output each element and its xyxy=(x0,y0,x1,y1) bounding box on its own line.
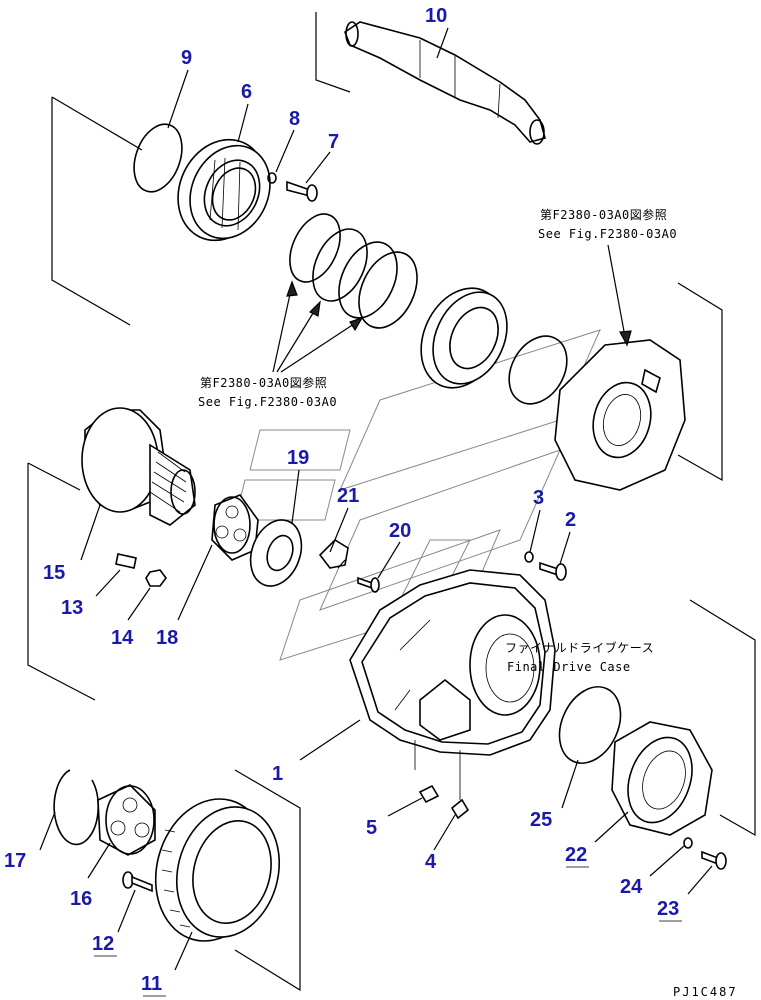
washer-24 xyxy=(683,837,693,849)
part-label-25: 25 xyxy=(530,809,552,831)
ring-gear-11 xyxy=(154,798,281,942)
part-label-1: 1 xyxy=(272,763,283,785)
part-label-17: 17 xyxy=(4,850,26,872)
part-label-14: 14 xyxy=(111,627,134,649)
bearing-6 xyxy=(177,138,271,242)
shaft xyxy=(344,21,546,145)
part-label-18: 18 xyxy=(156,627,178,649)
reference-note-left-en: See Fig.F2380-03A0 xyxy=(198,395,337,409)
part-label-5: 5 xyxy=(366,817,377,839)
pin-5 xyxy=(418,784,440,804)
reference-arrows xyxy=(272,244,632,373)
snap-ring-17 xyxy=(53,769,99,846)
bolt-12 xyxy=(122,871,153,893)
bolt-23 xyxy=(701,850,727,870)
washer-8 xyxy=(267,172,277,184)
o-ring-housing xyxy=(508,335,568,405)
part-label-20: 20 xyxy=(389,520,411,542)
seal-housing xyxy=(420,287,508,389)
bolt-7 xyxy=(286,180,318,202)
part-label-24: 24 xyxy=(620,876,643,898)
planet-gear-16 xyxy=(97,784,156,856)
flange-plate xyxy=(554,339,686,491)
part-label-10: 10 xyxy=(425,5,447,27)
part-label-22: 22 xyxy=(565,844,587,866)
case-label-en: Final Drive Case xyxy=(507,660,631,674)
reference-note-right-en: See Fig.F2380-03A0 xyxy=(538,227,677,241)
part-label-4: 4 xyxy=(425,851,437,873)
bolt-20 xyxy=(357,576,380,593)
o-ring-9 xyxy=(133,123,183,193)
o-ring-25 xyxy=(558,686,622,764)
retainer-19 xyxy=(249,519,303,587)
planet-carrier-18 xyxy=(211,494,259,561)
label-underlines xyxy=(94,866,682,997)
hub-15 xyxy=(81,407,196,526)
pin-4 xyxy=(450,798,470,820)
final-drive-case xyxy=(349,569,556,756)
part-label-9: 9 xyxy=(181,47,192,69)
leader-lines xyxy=(39,27,713,971)
part-label-6: 6 xyxy=(241,81,252,103)
carrier-22 xyxy=(611,721,713,836)
part-label-23: 23 xyxy=(657,898,679,920)
reference-note-right-jp: 第F2380-03A0図参照 xyxy=(540,207,667,222)
drawing-code: PJ1C487 xyxy=(673,985,738,999)
nut-14 xyxy=(145,569,167,587)
part-label-7: 7 xyxy=(328,131,339,153)
lock-plate-13 xyxy=(115,553,137,569)
part-label-19: 19 xyxy=(287,447,309,469)
case-dowel xyxy=(414,740,461,800)
seal-ring-stack xyxy=(289,213,418,329)
washer-3 xyxy=(524,551,534,563)
part-label-8: 8 xyxy=(289,108,300,130)
part-label-16: 16 xyxy=(70,888,92,910)
case-label-jp: ファイナルドライブケース xyxy=(505,640,654,655)
part-label-15: 15 xyxy=(43,562,65,584)
part-label-21: 21 xyxy=(337,485,359,507)
part-label-2: 2 xyxy=(565,509,576,531)
part-label-13: 13 xyxy=(61,597,83,619)
part-label-12: 12 xyxy=(92,933,114,955)
reference-note-left-jp: 第F2380-03A0図参照 xyxy=(200,375,327,390)
frame-lines xyxy=(27,12,756,992)
bolt-2 xyxy=(539,561,567,581)
part-label-3: 3 xyxy=(533,487,544,509)
bracket-21 xyxy=(318,538,349,569)
part-label-11: 11 xyxy=(141,973,162,995)
